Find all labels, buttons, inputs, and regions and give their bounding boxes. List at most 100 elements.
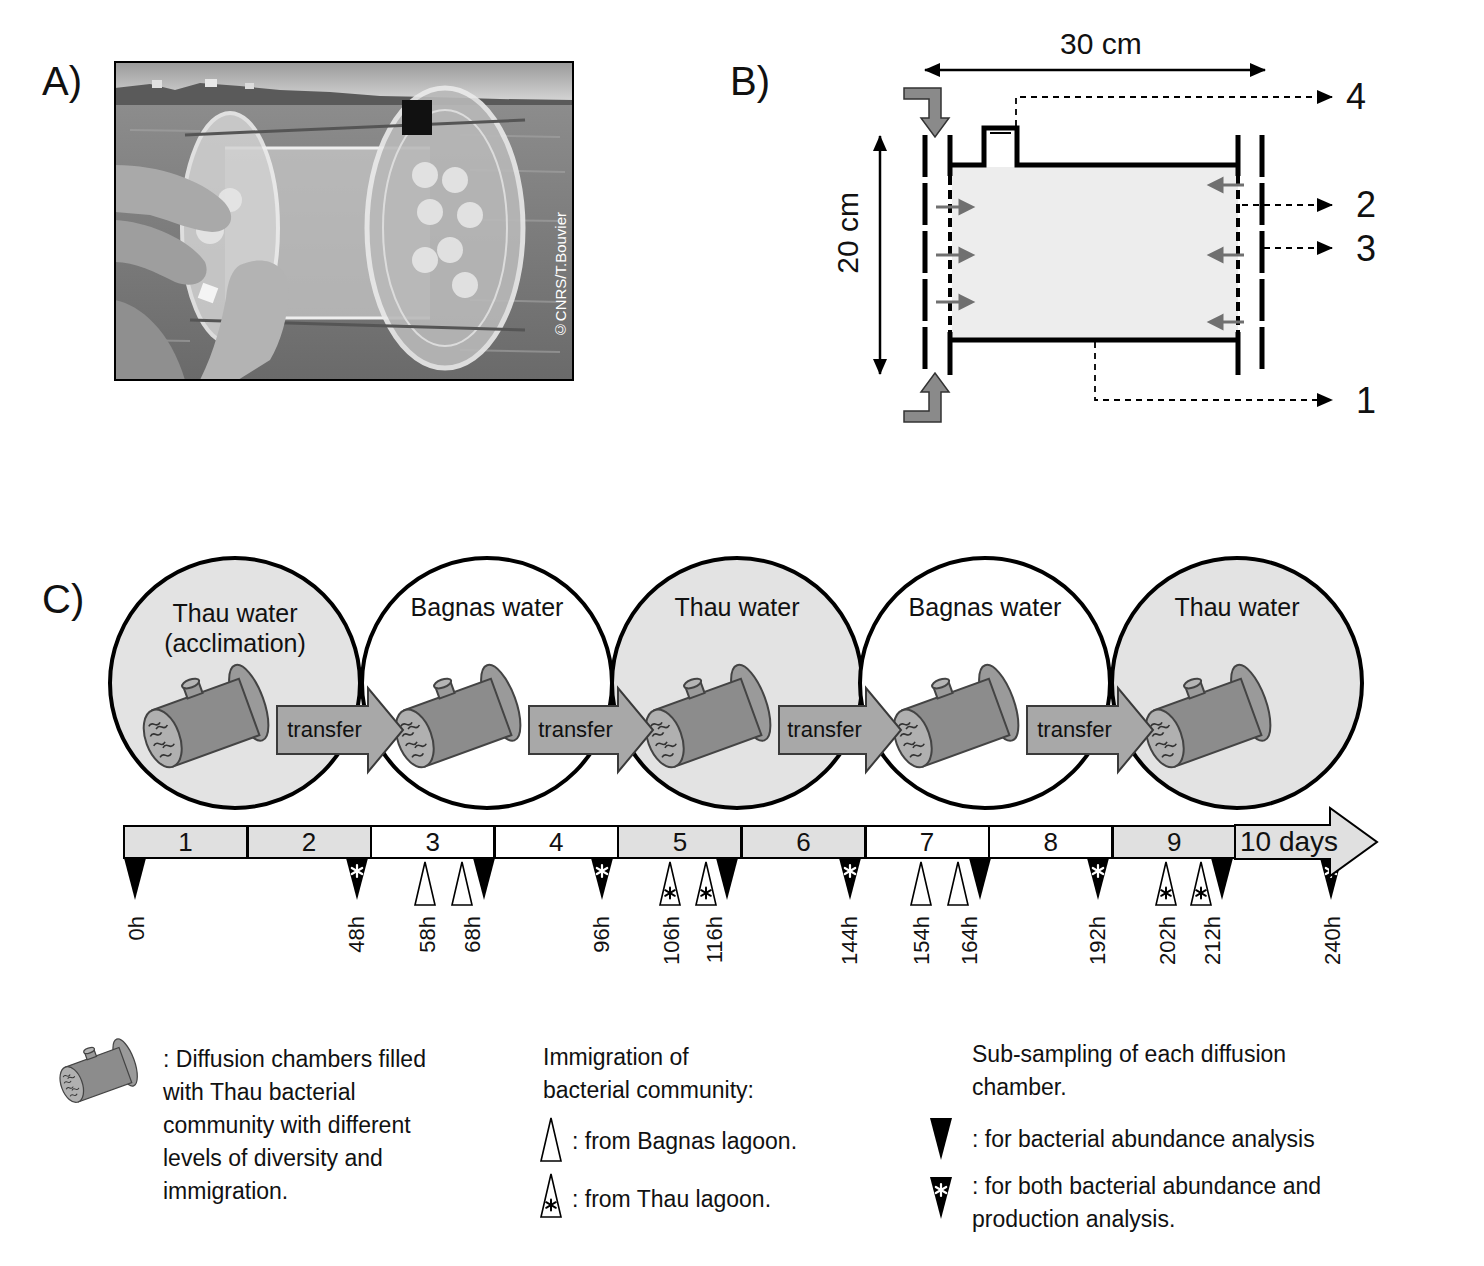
- time-label: 106h: [660, 916, 684, 965]
- day-label: 10 days: [1240, 827, 1338, 857]
- sampling-marker: [1087, 858, 1109, 900]
- chamber-wall: [952, 128, 1238, 165]
- chamber-volume: [952, 167, 1238, 339]
- water-circle: Thau water: [1110, 556, 1364, 810]
- edge-label: transfer: [287, 718, 362, 742]
- circle-label: Thau water: [1137, 592, 1337, 622]
- day-label: 2: [302, 828, 316, 856]
- dimension-label: 30 cm: [1060, 26, 1142, 61]
- sampling-markers: [124, 858, 1342, 905]
- legend-heading: Immigration of bacterial community:: [543, 1041, 775, 1107]
- day-cell: 3: [370, 825, 495, 859]
- time-label: 192h: [1086, 916, 1110, 965]
- legend-text: : Diffusion chambers filled with Thau ba…: [163, 1043, 455, 1208]
- immigration-marker: [948, 862, 968, 905]
- sampling-marker: [1211, 858, 1233, 900]
- legend-heading: Sub-sampling of each diffusion chamber.: [972, 1038, 1357, 1104]
- water-circle: Thau water: [610, 556, 864, 810]
- time-label: 48h: [345, 916, 369, 953]
- immigration-marker: [1156, 862, 1176, 905]
- sampling-marker: [591, 858, 613, 900]
- day-label: 6: [796, 828, 810, 856]
- time-label: 202h: [1156, 916, 1180, 965]
- day-cell: 5: [617, 825, 742, 859]
- panel-label: A): [42, 58, 82, 104]
- timeline-arrow: 10 days: [1234, 805, 1380, 879]
- sampling-marker: [473, 858, 495, 900]
- callout-number: 4: [1346, 76, 1366, 117]
- day-label: 7: [920, 828, 934, 856]
- panel-label: B): [730, 58, 770, 104]
- panel-label: C): [42, 576, 84, 622]
- legend-symbols: [52, 1035, 952, 1219]
- time-label: 0h: [125, 916, 149, 940]
- time-label: 154h: [910, 916, 934, 965]
- transfer-arrow: [1027, 688, 1153, 772]
- time-label: 240h: [1321, 916, 1345, 965]
- callout-number: 3: [1356, 228, 1376, 269]
- legend-text: : for bacterial abundance analysis: [972, 1123, 1412, 1156]
- water-circle: Bagnas water: [360, 556, 614, 810]
- leader-lines: [1016, 97, 1332, 400]
- diffusion-arrows: [936, 179, 1244, 328]
- flow-arrow: [904, 373, 949, 422]
- chamber-schematic: [880, 70, 1332, 422]
- sampling-marker: [930, 1118, 952, 1160]
- chamber-photo: [115, 62, 573, 380]
- circle-label: Bagnas water: [885, 592, 1085, 622]
- time-label: 58h: [416, 916, 440, 953]
- time-label: 96h: [590, 916, 614, 953]
- circle-label: Bagnas water: [387, 592, 587, 622]
- transfer-arrow: [529, 688, 653, 772]
- day-label: 3: [425, 828, 439, 856]
- immigration-marker: [696, 862, 716, 905]
- water-circle: Thau water (acclimation): [108, 556, 362, 810]
- time-label: 212h: [1201, 916, 1225, 965]
- sampling-marker: [716, 858, 738, 900]
- immigration-marker: [541, 1118, 561, 1161]
- day-cell: 2: [247, 825, 372, 859]
- water-circle: Bagnas water: [858, 556, 1112, 810]
- callout-number: 1: [1356, 380, 1376, 421]
- day-label: 9: [1167, 828, 1181, 856]
- time-label: 164h: [958, 916, 982, 965]
- immigration-marker: [415, 862, 435, 905]
- legend-text: : from Bagnas lagoon.: [572, 1125, 872, 1158]
- callout-number: 2: [1356, 184, 1376, 225]
- edge-label: transfer: [787, 718, 862, 742]
- immigration-marker: [452, 862, 472, 905]
- day-cell: 9: [1112, 825, 1237, 859]
- immigration-marker: [1191, 862, 1211, 905]
- sampling-marker: [124, 858, 146, 900]
- time-label: 116h: [703, 916, 727, 963]
- immigration-marker: [911, 862, 931, 905]
- day-cell: 7: [865, 825, 990, 859]
- legend-text: : from Thau lagoon.: [572, 1183, 872, 1216]
- dimension-arrow: [925, 69, 1265, 72]
- sampling-marker: [346, 858, 368, 900]
- circle-label: Thau water (acclimation): [135, 598, 335, 658]
- day-cell: 4: [494, 825, 619, 859]
- immigration-marker: [541, 1174, 561, 1217]
- end-plate: [923, 135, 928, 375]
- transfer-arrow: [277, 688, 403, 772]
- chamber-wall: [950, 338, 1240, 343]
- immigration-marker: [660, 862, 680, 905]
- day-label: 5: [673, 828, 687, 856]
- day-cell: 8: [988, 825, 1113, 859]
- legend-text: : for both bacterial abundance and produ…: [972, 1170, 1412, 1236]
- circle-label: Thau water: [637, 592, 837, 622]
- edge-label: transfer: [538, 718, 613, 742]
- circle-outline: [108, 556, 362, 810]
- dimension-arrow: [879, 136, 882, 374]
- time-label: 144h: [838, 916, 862, 965]
- sampling-marker: [930, 1177, 952, 1219]
- end-plate: [1260, 135, 1265, 375]
- chamber-icon: [52, 1035, 142, 1109]
- dimension-label: 20 cm: [831, 192, 864, 274]
- flow-arrow: [904, 88, 949, 137]
- time-label: 68h: [461, 916, 485, 953]
- day-cell: 1: [123, 825, 248, 859]
- day-label: 4: [549, 828, 563, 856]
